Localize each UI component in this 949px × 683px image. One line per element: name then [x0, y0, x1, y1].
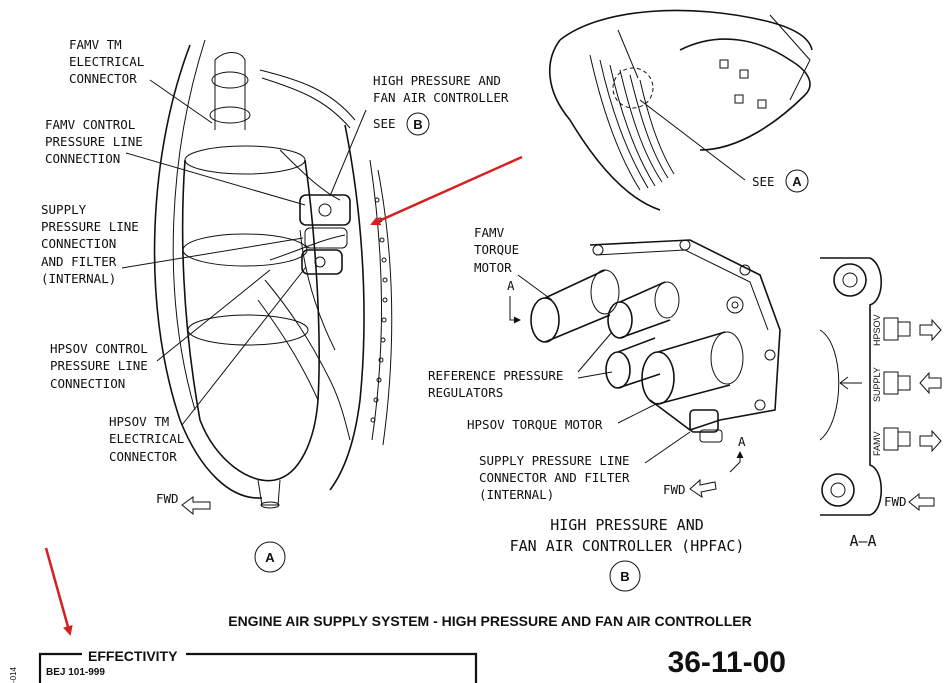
- callout-supply-connector: SUPPLY PRESSURE LINE CONNECTOR AND FILTE…: [479, 453, 630, 502]
- svg-text:PRESSURE LINE: PRESSURE LINE: [45, 134, 143, 149]
- svg-text:A: A: [792, 174, 802, 189]
- svg-text:FAN AIR CONTROLLER: FAN AIR CONTROLLER: [373, 90, 509, 105]
- callout-hpsov-control-line: HPSOV CONTROL PRESSURE LINE CONNECTION: [50, 341, 148, 391]
- callout-famv-torque-motor: FAMV TORQUE MOTOR: [474, 225, 519, 275]
- view-a-illustration: [153, 39, 393, 509]
- effectivity-box: EFFECTIVITY BEJ 101-999: [38, 648, 478, 683]
- view-a-leaders: [121, 79, 367, 426]
- callout-supply-line: SUPPLY PRESSURE LINE CONNECTION AND FILT…: [41, 202, 139, 286]
- svg-text:CONNECTOR AND FILTER: CONNECTOR AND FILTER: [479, 470, 630, 485]
- callout-famv-control-line: FAMV CONTROL PRESSURE LINE CONNECTION: [45, 117, 143, 166]
- svg-text:CONNECTOR: CONNECTOR: [69, 71, 137, 86]
- svg-text:SUPPLY PRESSURE LINE: SUPPLY PRESSURE LINE: [479, 453, 630, 468]
- view-b-illustration: [530, 239, 781, 443]
- svg-text:A: A: [507, 278, 515, 293]
- engine-inset-illustration: [549, 9, 813, 211]
- svg-text:FAN AIR CONTROLLER (HPFAC): FAN AIR CONTROLLER (HPFAC): [510, 537, 745, 555]
- svg-text:(INTERNAL): (INTERNAL): [479, 487, 554, 502]
- svg-text:MOTOR: MOTOR: [474, 260, 512, 275]
- section-aa-caption: A—A: [849, 532, 876, 550]
- svg-text:FWD: FWD: [156, 491, 179, 506]
- svg-text:FAMV: FAMV: [872, 431, 882, 456]
- fwd-arrow-view-a: FWD: [156, 491, 211, 516]
- view-b-caption: HIGH PRESSURE AND FAN AIR CONTROLLER (HP…: [510, 516, 745, 555]
- annotation-arrow-effectivity: [44, 547, 73, 636]
- svg-text:TORQUE: TORQUE: [474, 242, 519, 257]
- side-code: -014: [9, 666, 18, 683]
- svg-text:CONNECTOR: CONNECTOR: [109, 449, 177, 464]
- rivet-row: [370, 197, 388, 423]
- svg-text:HPSOV TM: HPSOV TM: [109, 414, 169, 429]
- svg-text:FWD: FWD: [663, 482, 686, 497]
- svg-text:FWD: FWD: [884, 494, 907, 509]
- svg-text:B: B: [413, 117, 422, 132]
- svg-text:CONNECTION: CONNECTION: [50, 376, 125, 391]
- svg-text:A: A: [738, 434, 746, 449]
- see-b-circle: [406, 112, 430, 136]
- svg-text:HIGH PRESSURE AND: HIGH PRESSURE AND: [550, 516, 704, 534]
- svg-text:PRESSURE LINE: PRESSURE LINE: [50, 358, 148, 373]
- svg-text:FAMV CONTROL: FAMV CONTROL: [45, 117, 135, 132]
- annotation-arrow-hpfac: [370, 155, 523, 226]
- document-number: 36-11-00: [668, 646, 786, 679]
- svg-text:PRESSURE LINE: PRESSURE LINE: [41, 219, 139, 234]
- svg-text:HPSOV CONTROL: HPSOV CONTROL: [50, 341, 148, 356]
- svg-text:FAMV TM: FAMV TM: [69, 37, 122, 52]
- view-a-id-circle: A: [254, 541, 286, 573]
- callout-famv-tm-connector: FAMV TM ELECTRICAL CONNECTOR: [69, 37, 144, 86]
- svg-text:ELECTRICAL: ELECTRICAL: [69, 54, 144, 69]
- svg-text:B: B: [620, 569, 629, 584]
- see-a-reference: SEE A: [752, 169, 809, 193]
- svg-text:SUPPLY: SUPPLY: [872, 367, 882, 402]
- svg-text:CONNECTION: CONNECTION: [45, 151, 120, 166]
- svg-text:ELECTRICAL: ELECTRICAL: [109, 431, 184, 446]
- svg-text:HPSOV TORQUE MOTOR: HPSOV TORQUE MOTOR: [467, 417, 603, 432]
- fwd-arrow-section-aa: FWD: [884, 492, 935, 512]
- fwd-arrow-view-b: FWD: [663, 478, 717, 499]
- callout-reference-regulators: REFERENCE PRESSURE REGULATORS: [428, 368, 563, 400]
- svg-text:REGULATORS: REGULATORS: [428, 385, 503, 400]
- section-marker-bottom: A: [729, 434, 746, 473]
- view-b-leaders: [517, 274, 691, 464]
- svg-text:SEE: SEE: [373, 116, 396, 131]
- section-marker-top: A: [507, 278, 521, 324]
- svg-text:REFERENCE PRESSURE: REFERENCE PRESSURE: [428, 368, 563, 383]
- svg-text:A: A: [265, 550, 275, 565]
- svg-text:SUPPLY: SUPPLY: [41, 202, 87, 217]
- svg-text:CONNECTION: CONNECTION: [41, 236, 116, 251]
- svg-text:(INTERNAL): (INTERNAL): [41, 271, 116, 286]
- section-aa-illustration: [819, 257, 942, 516]
- svg-text:AND FILTER: AND FILTER: [41, 254, 117, 269]
- svg-text:HPSOV: HPSOV: [872, 314, 882, 346]
- section-aa-port-labels: HPSOV SUPPLY FAMV: [872, 314, 882, 456]
- svg-text:SEE: SEE: [752, 174, 775, 189]
- effectivity-value: BEJ 101-999: [46, 667, 105, 678]
- figure-title: ENGINE AIR SUPPLY SYSTEM - HIGH PRESSURE…: [228, 613, 752, 629]
- callout-hpfac-reference: HIGH PRESSURE AND FAN AIR CONTROLLER SEE…: [373, 73, 509, 136]
- view-b-id-circle: B: [609, 560, 641, 592]
- callout-hpsov-torque-motor: HPSOV TORQUE MOTOR: [467, 417, 603, 432]
- effectivity-label: EFFECTIVITY: [88, 648, 178, 664]
- svg-text:FAMV: FAMV: [474, 225, 505, 240]
- callout-hpsov-tm-connector: HPSOV TM ELECTRICAL CONNECTOR: [109, 414, 184, 464]
- svg-text:HIGH PRESSURE AND: HIGH PRESSURE AND: [373, 73, 501, 88]
